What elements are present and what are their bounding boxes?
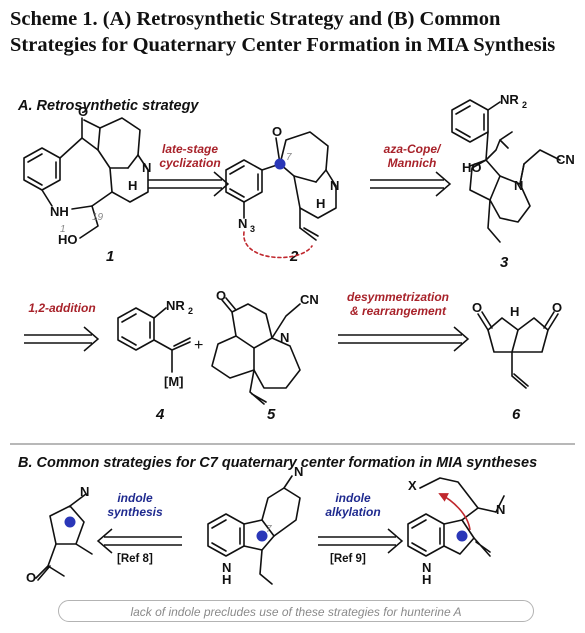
- compound-3-structure: [451, 99, 561, 243]
- atom-n3-2: N: [238, 216, 247, 231]
- compound-4-structure: [117, 307, 191, 373]
- c7-dot-right-b: [456, 530, 468, 542]
- arrow2-label: aza-Cope/ Mannich: [372, 142, 452, 170]
- retro-arrow-left-b: [96, 528, 182, 554]
- atom-n-right-b: N: [496, 502, 505, 517]
- ring-closure-dash: [243, 231, 313, 259]
- arrow4-label: desymmetrization & rearrangement: [338, 290, 458, 318]
- atom-o-1: O: [78, 104, 88, 119]
- atom-o-6a: O: [472, 300, 482, 315]
- indole-alkylation-label-line1: indole: [335, 491, 371, 505]
- atom-o-left-b: O: [26, 570, 36, 585]
- ref-8: [Ref 8]: [117, 553, 153, 565]
- arrow3-label: 1,2-addition: [22, 301, 102, 315]
- atom-n-middle-b: N: [294, 464, 303, 479]
- atom-n-indole-middle: N: [222, 560, 231, 575]
- right-b-structure: [407, 477, 505, 557]
- left-b-structure: [35, 493, 93, 581]
- atom-cn-5: CN: [300, 292, 319, 307]
- atom-number-7-middle: 7: [266, 524, 272, 535]
- atom-ho-1: HO: [58, 232, 78, 247]
- retro-arrow-right-b: [318, 528, 404, 554]
- compound-number-4: 4: [156, 406, 165, 423]
- indole-alkylation-label: indole alkylation: [318, 491, 388, 519]
- arrow3-label-line1: 1,2-addition: [28, 301, 96, 315]
- atom-nr2-sub-3: 2: [522, 100, 527, 110]
- atom-n-3: N: [514, 178, 523, 193]
- arrow1-label: late-stage cyclization: [150, 142, 230, 170]
- atom-number-19: 19: [92, 212, 104, 223]
- atom-n-5: N: [280, 330, 289, 345]
- compound-1-structure: [23, 117, 149, 239]
- hunterine-note: lack of indole precludes use of these st…: [58, 600, 534, 622]
- retro-arrow-2: [370, 171, 452, 197]
- atom-ho-3: HO: [462, 160, 482, 175]
- atom-nr2-3: NR: [500, 92, 519, 107]
- atom-o-6b: O: [552, 300, 562, 315]
- atom-h-indole-middle: H: [222, 572, 231, 587]
- compound-5-structure: [211, 297, 301, 405]
- atom-n-indole-right: N: [422, 560, 431, 575]
- atom-number-1: 1: [60, 224, 66, 235]
- plus-sign: +: [194, 337, 203, 354]
- atom-h-1: H: [128, 178, 137, 193]
- middle-b-structure: [207, 475, 301, 585]
- indole-synthesis-label: indole synthesis: [100, 491, 170, 519]
- atom-nh-1: NH: [50, 204, 69, 219]
- ref-9: [Ref 9]: [330, 553, 366, 565]
- arrow4-label-line1: desymmetrization: [346, 290, 450, 304]
- atom-n3-subscript: 3: [250, 224, 255, 234]
- retro-arrow-3: [24, 326, 100, 352]
- arrow2-label-line1: aza-Cope/: [383, 142, 441, 156]
- section-b-heading: B. Common strategies for C7 quaternary c…: [18, 455, 538, 471]
- indole-synthesis-label-line2: synthesis: [107, 505, 163, 519]
- indole-alkylation-label-line2: alkylation: [325, 505, 381, 519]
- atom-nr2-4: NR: [166, 298, 185, 313]
- c7-dot-left-b: [64, 516, 76, 528]
- atom-n-left-b: N: [80, 484, 89, 499]
- arrow4-label-line2: & rearrangement: [349, 304, 447, 318]
- compound-number-5: 5: [267, 406, 276, 423]
- compound-2-structure: [225, 131, 337, 241]
- alkylation-curved-arrow: [438, 493, 471, 531]
- retro-arrow-4: [338, 326, 470, 352]
- atom-h-indole-right: H: [422, 572, 431, 587]
- c7-dot-compound-2: [274, 158, 286, 170]
- section-divider: [10, 443, 575, 445]
- atom-m-4: [M]: [164, 374, 184, 389]
- indole-synthesis-label-line1: indole: [117, 491, 153, 505]
- arrow2-label-line2: Mannich: [387, 156, 437, 170]
- compound-number-6: 6: [512, 406, 521, 423]
- atom-number-7-c2: 7: [286, 152, 292, 163]
- atom-h-2: H: [316, 196, 325, 211]
- atom-h-6: H: [510, 304, 519, 319]
- section-a-heading: A. Retrosynthetic strategy: [18, 98, 199, 114]
- compound-number-2: 2: [290, 248, 299, 265]
- retro-arrow-1: [148, 171, 230, 197]
- compound-number-3: 3: [500, 254, 509, 271]
- arrow1-label-line1: late-stage: [161, 142, 219, 156]
- atom-o-2: O: [272, 124, 282, 139]
- atom-x-right-b: X: [408, 478, 417, 493]
- atom-cn-3: CN: [556, 152, 575, 167]
- scheme-title: Scheme 1. (A) Retrosynthetic Strategy an…: [10, 8, 556, 56]
- atom-n-2: N: [330, 178, 339, 193]
- arrow1-label-line2: cyclization: [159, 156, 221, 170]
- quaternary-center-dots: [64, 158, 468, 542]
- atom-o-5: O: [216, 288, 226, 303]
- compound-number-1: 1: [106, 248, 115, 265]
- c7-dot-middle-b: [256, 530, 268, 542]
- compound-6-structure: [477, 311, 559, 389]
- retro-arrows: [24, 171, 470, 554]
- atom-nr2-sub-4: 2: [188, 306, 193, 316]
- atom-n-1: N: [142, 160, 151, 175]
